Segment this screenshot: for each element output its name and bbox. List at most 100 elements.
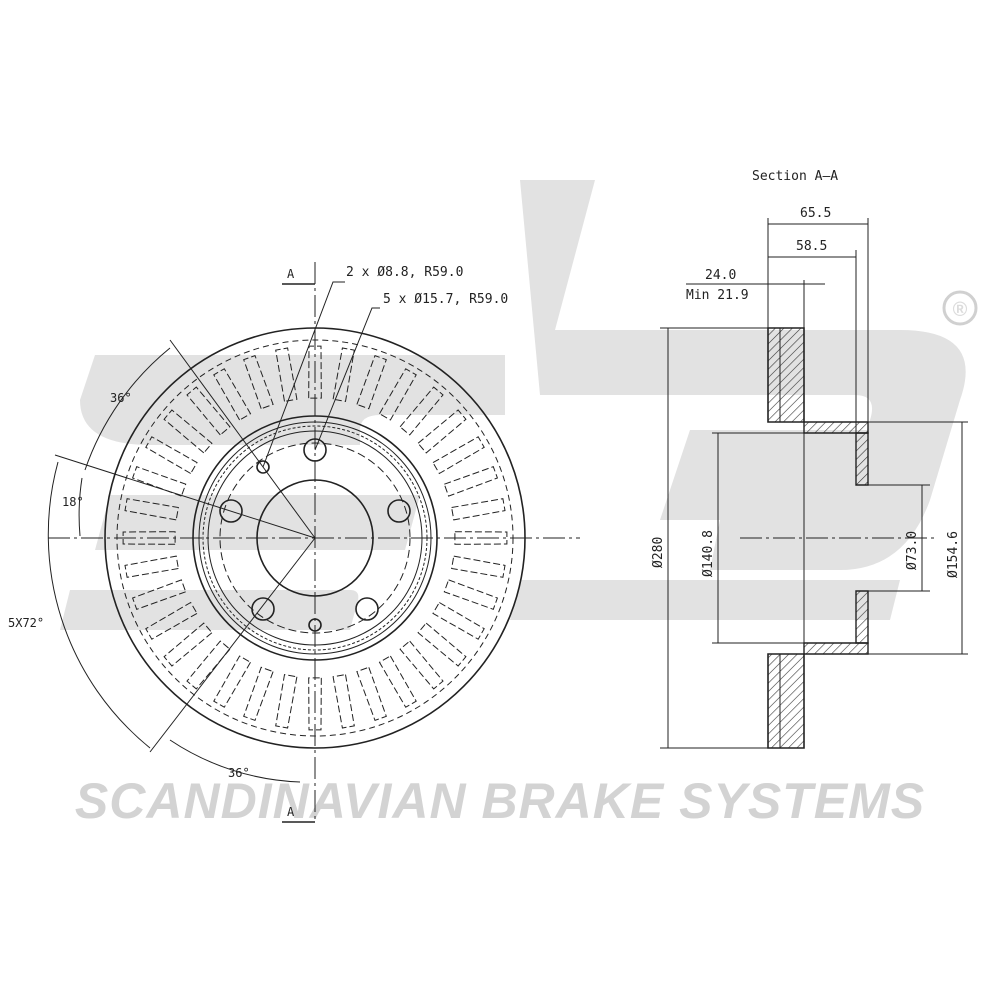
svg-text:2 x Ø8.8, R59.0: 2 x Ø8.8, R59.0 — [346, 265, 463, 280]
friction-ring-lower — [767, 653, 805, 749]
vent-vane — [131, 579, 187, 610]
vent-vane — [122, 531, 176, 545]
vent-vane — [124, 555, 179, 578]
vent-vane — [124, 498, 179, 521]
vent-vane — [332, 347, 355, 402]
vent-vane — [399, 386, 444, 436]
vent-vane — [163, 409, 213, 454]
dim-thickness: 24.0 Min 21.9 — [686, 268, 825, 328]
svg-text:5 x Ø15.7, R59.0: 5 x Ø15.7, R59.0 — [383, 292, 508, 307]
vent-vane — [213, 655, 252, 708]
vent-vane — [432, 436, 485, 475]
dim-overall-height: 65.5 — [767, 206, 869, 422]
section-view: Section A–A 65.5 58.5 — [651, 169, 968, 749]
arc-36-upper — [84, 347, 171, 471]
vent-vane — [378, 368, 417, 421]
vent-vane — [213, 368, 252, 421]
vent-vane — [443, 579, 499, 610]
vent-vane — [417, 622, 467, 667]
bolt-hole — [355, 597, 379, 621]
vent-vane — [308, 345, 322, 399]
vent-vane — [275, 674, 298, 729]
section-marker-bottom: A — [282, 805, 315, 823]
svg-text:Ø140.8: Ø140.8 — [701, 530, 716, 577]
small-holes-callout: 2 x Ø8.8, R59.0 — [262, 265, 463, 468]
svg-text:A: A — [287, 805, 295, 819]
angle-label-5x72: 5X72° — [8, 616, 44, 630]
section-title: Section A–A — [752, 169, 838, 184]
bolt-holes-callout: 5 x Ø15.7, R59.0 — [314, 292, 508, 451]
vent-vane — [417, 409, 467, 454]
vent-vane — [145, 601, 198, 640]
vent-vane — [186, 640, 231, 690]
hat-wall-lower — [803, 642, 869, 655]
angle-ray-left — [54, 454, 316, 539]
svg-text:Ø73.0: Ø73.0 — [905, 531, 920, 570]
bolt-hole — [251, 597, 275, 621]
vent-vane — [454, 531, 508, 545]
angle-ray-lower — [149, 537, 316, 753]
angle-label-36-lower: 36° — [228, 766, 250, 780]
bolt-hole — [219, 499, 243, 523]
hat-flange-lower — [855, 590, 869, 644]
dim-hat-height: 58.5 — [768, 239, 857, 433]
bolt-holes — [219, 438, 411, 621]
vent-vane — [163, 622, 213, 667]
vent-vane — [451, 555, 506, 578]
small-holes — [256, 460, 322, 632]
vent-vane — [145, 436, 198, 475]
angle-label-18: 18° — [62, 495, 84, 509]
vent-vane — [275, 347, 298, 402]
vent-vane — [378, 655, 417, 708]
hat-ring-1 — [198, 421, 432, 655]
vent-vane — [451, 498, 506, 521]
registered-mark-glyph: ® — [953, 299, 968, 321]
registered-mark: ® — [942, 290, 978, 326]
dim-outer-diameter: Ø280 — [651, 327, 768, 749]
svg-text:Ø154.6: Ø154.6 — [946, 531, 961, 578]
svg-text:24.0: 24.0 — [705, 268, 736, 283]
vent-vane — [332, 674, 355, 729]
bolt-hole — [303, 438, 327, 462]
dim-hat-inner-diameter: Ø140.8 — [701, 432, 804, 644]
hat-ring-3 — [207, 430, 423, 646]
hat-inner-hidden — [219, 442, 411, 634]
vent-vane — [432, 601, 485, 640]
arc-5x72 — [47, 461, 151, 749]
section-marker-top: A — [282, 267, 315, 285]
svg-text:A: A — [287, 267, 295, 281]
company-name-watermark: SCANDINAVIAN BRAKE SYSTEMS — [75, 773, 925, 829]
svg-text:58.5: 58.5 — [796, 239, 827, 254]
arc-36-lower — [169, 739, 301, 783]
vent-vane — [356, 354, 387, 410]
angle-ray-upper — [169, 339, 316, 539]
friction-ring-upper — [767, 327, 805, 423]
hat-flange-upper — [855, 432, 869, 486]
vent-vane — [308, 677, 322, 731]
outer-disc-edge — [104, 327, 526, 749]
vent-vane — [443, 466, 499, 497]
center-bore — [256, 479, 374, 597]
small-hole — [256, 460, 270, 474]
vent-vane — [243, 666, 274, 722]
dim-center-bore: Ø73.0 — [868, 484, 930, 592]
vent-vane — [243, 354, 274, 410]
vent-vane — [186, 386, 231, 436]
vent-vane — [131, 466, 187, 497]
hat-outer-edge — [192, 415, 438, 661]
front-view: 36° 18° 5X72° 36° A A 2 x Ø8.8, R59.0 5 … — [8, 262, 580, 823]
vent-vane — [399, 640, 444, 690]
bolt-hole — [387, 499, 411, 523]
hat-wall-upper — [803, 421, 869, 434]
outer-ring-hidden — [116, 339, 514, 737]
ventilation-vanes — [122, 345, 508, 731]
small-hole — [308, 618, 322, 632]
svg-text:Ø280: Ø280 — [651, 537, 666, 568]
vent-vane — [356, 666, 387, 722]
dim-hat-outer-diameter: Ø154.6 — [868, 421, 968, 655]
angle-label-36-upper: 36° — [110, 391, 132, 405]
svg-text:65.5: 65.5 — [800, 206, 831, 221]
arc-18 — [78, 477, 83, 537]
